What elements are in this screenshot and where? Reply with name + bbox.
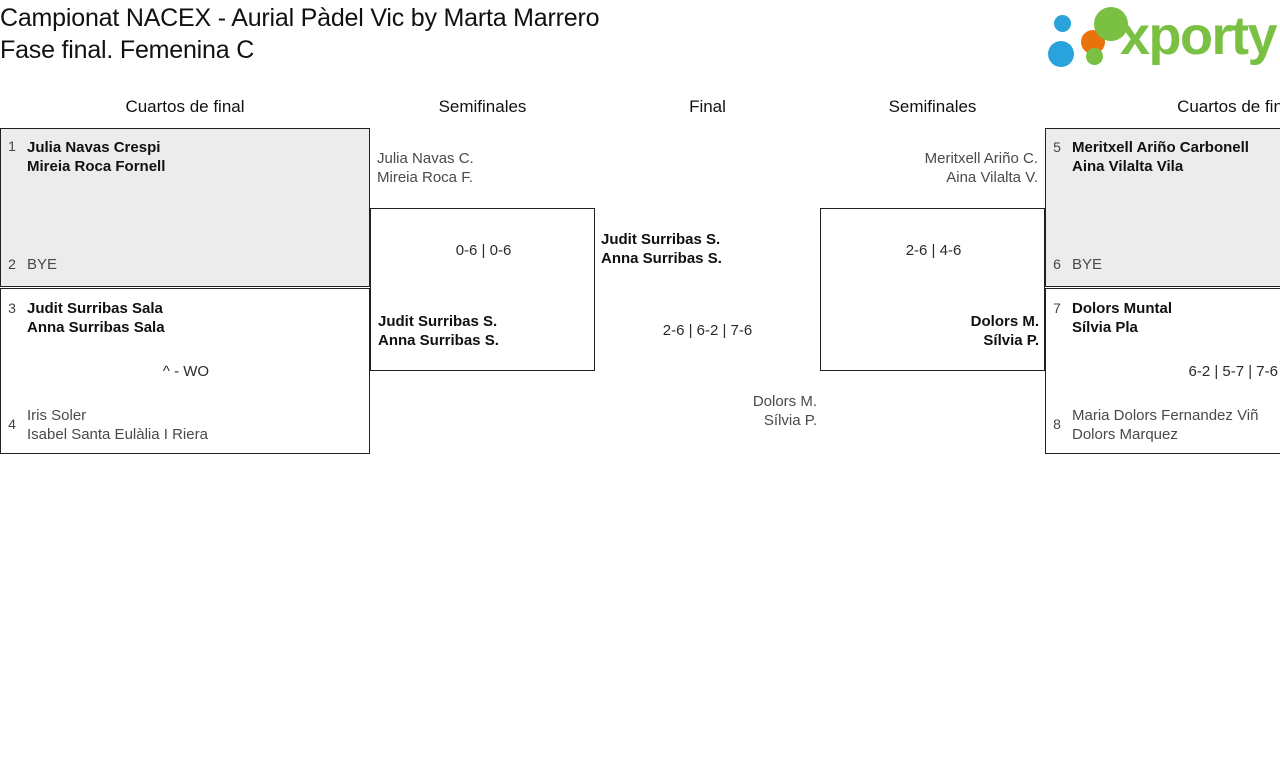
player-name: Anna Surribas S. (378, 332, 499, 349)
bye-label: BYE (27, 256, 58, 273)
page-header: Campionat NACEX - Aurial Pàdel Vic by Ma… (0, 0, 1280, 76)
round-header-quarterfinals-left: Cuartos de final (125, 97, 245, 116)
score-quarterfinal-4: 6-2 | 5-7 | 7-6 (1188, 363, 1278, 380)
player-name: Judit Surribas Sala (27, 300, 163, 317)
match-quarterfinal-2[interactable]: 3 Judit Surribas Sala Anna Surribas Sala… (0, 288, 370, 454)
seed-number-8: 8 (1053, 416, 1061, 432)
seed-number-4: 4 (8, 416, 16, 432)
match-quarterfinal-4[interactable]: 7 Dolors Muntal Sílvia Pla 6-2 | 5-7 | 7… (1045, 288, 1280, 454)
player-name: Aina Vilalta Vila (1072, 158, 1184, 175)
team-semifinal-left-bottom: Judit Surribas S. Anna Surribas S. (378, 312, 499, 350)
round-header-semifinals-right: Semifinales (888, 97, 977, 116)
seed-number-3: 3 (8, 300, 16, 316)
match-semifinal-left[interactable]: 0-6 | 0-6 Judit Surribas S. Anna Surriba… (370, 208, 595, 371)
bye-label: BYE (1072, 256, 1103, 273)
player-name: Anna Surribas S. (601, 250, 722, 267)
team-quarterfinal-1-top: Julia Navas Crespi Mireia Roca Fornell (27, 138, 165, 176)
player-name: Isabel Santa Eulàlia I Riera (27, 426, 208, 443)
team-quarterfinal-4-top: Dolors Muntal Sílvia Pla (1072, 299, 1172, 337)
logo-dot-green-small-icon (1086, 48, 1103, 65)
team-final-winner: Judit Surribas S. Anna Surribas S. (601, 230, 722, 268)
match-quarterfinal-3[interactable]: 5 Meritxell Ariño Carbonell Aina Vilalta… (1045, 128, 1280, 287)
seed-number-6: 6 (1053, 256, 1061, 272)
logo-wordmark: xporty (1120, 6, 1278, 66)
team-quarterfinal-3-top: Meritxell Ariño Carbonell Aina Vilalta V… (1072, 138, 1249, 176)
round-header-quarterfinals-right: Cuartos de fin (1177, 97, 1280, 116)
player-name: Judit Surribas S. (378, 313, 498, 330)
logo-dot-blue-large-icon (1048, 41, 1074, 67)
player-name: Sílvia P. (983, 332, 1039, 349)
player-name: Judit Surribas S. (601, 231, 721, 248)
seed-number-7: 7 (1053, 300, 1061, 316)
logo-dot-blue-small-icon (1054, 15, 1071, 32)
score-semifinal-right: 2-6 | 4-6 (905, 242, 962, 259)
player-name: Maria Dolors Fernandez Viñ (1072, 407, 1259, 424)
player-name: Aina Vilalta V. (946, 169, 1038, 186)
tournament-title: Campionat NACEX - Aurial Pàdel Vic by Ma… (0, 2, 1000, 66)
score-semifinal-left: 0-6 | 0-6 (455, 242, 512, 259)
player-name: Dolors M. (752, 393, 817, 410)
tournament-name: Campionat NACEX - Aurial Pàdel Vic by Ma… (0, 4, 600, 32)
seed-number-2: 2 (8, 256, 16, 272)
player-name: Dolors Muntal (1072, 300, 1172, 317)
team-semifinal-left-top: Julia Navas C. Mireia Roca F. (377, 149, 474, 187)
team-semifinal-right-top: Meritxell Ariño C. Aina Vilalta V. (820, 149, 1038, 187)
match-semifinal-right[interactable]: 2-6 | 4-6 Dolors M. Sílvia P. (820, 208, 1045, 371)
player-name: Mireia Roca Fornell (27, 158, 166, 175)
player-name: Meritxell Ariño C. (924, 150, 1038, 167)
logo-dot-green-large-icon (1094, 7, 1128, 41)
seed-number-1: 1 (8, 138, 16, 154)
round-header-semifinals-left: Semifinales (438, 97, 527, 116)
team-final-runnerup: Dolors M. Sílvia P. (595, 392, 817, 430)
score-final: 2-6 | 6-2 | 7-6 (662, 322, 753, 339)
player-name: Mireia Roca F. (377, 169, 473, 186)
player-name: Anna Surribas Sala (27, 319, 165, 336)
player-name: Iris Soler (27, 407, 87, 424)
player-name: Julia Navas Crespi (27, 139, 161, 156)
xporty-logo[interactable]: xporty (1048, 5, 1278, 67)
player-name: Dolors M. (970, 313, 1039, 330)
player-name: Sílvia P. (763, 412, 817, 429)
team-quarterfinal-2-bottom: Iris Soler Isabel Santa Eulàlia I Riera (27, 406, 208, 444)
match-quarterfinal-1[interactable]: 1 Julia Navas Crespi Mireia Roca Fornell… (0, 128, 370, 287)
round-header-final: Final (689, 97, 726, 116)
seed-number-5: 5 (1053, 139, 1061, 155)
player-name: Meritxell Ariño Carbonell (1072, 139, 1249, 156)
team-quarterfinal-2-top: Judit Surribas Sala Anna Surribas Sala (27, 299, 165, 337)
team-quarterfinal-4-bottom: Maria Dolors Fernandez Viñ Dolors Marque… (1072, 406, 1258, 444)
tournament-phase: Fase final. Femenina C (0, 36, 255, 64)
logo-dots-icon (1048, 7, 1128, 67)
player-name: Sílvia Pla (1072, 319, 1138, 336)
player-name: Dolors Marquez (1072, 426, 1178, 443)
team-semifinal-right-bottom: Dolors M. Sílvia P. (821, 312, 1039, 350)
player-name: Julia Navas C. (377, 150, 474, 167)
score-quarterfinal-2: ^ - WO (162, 363, 210, 380)
